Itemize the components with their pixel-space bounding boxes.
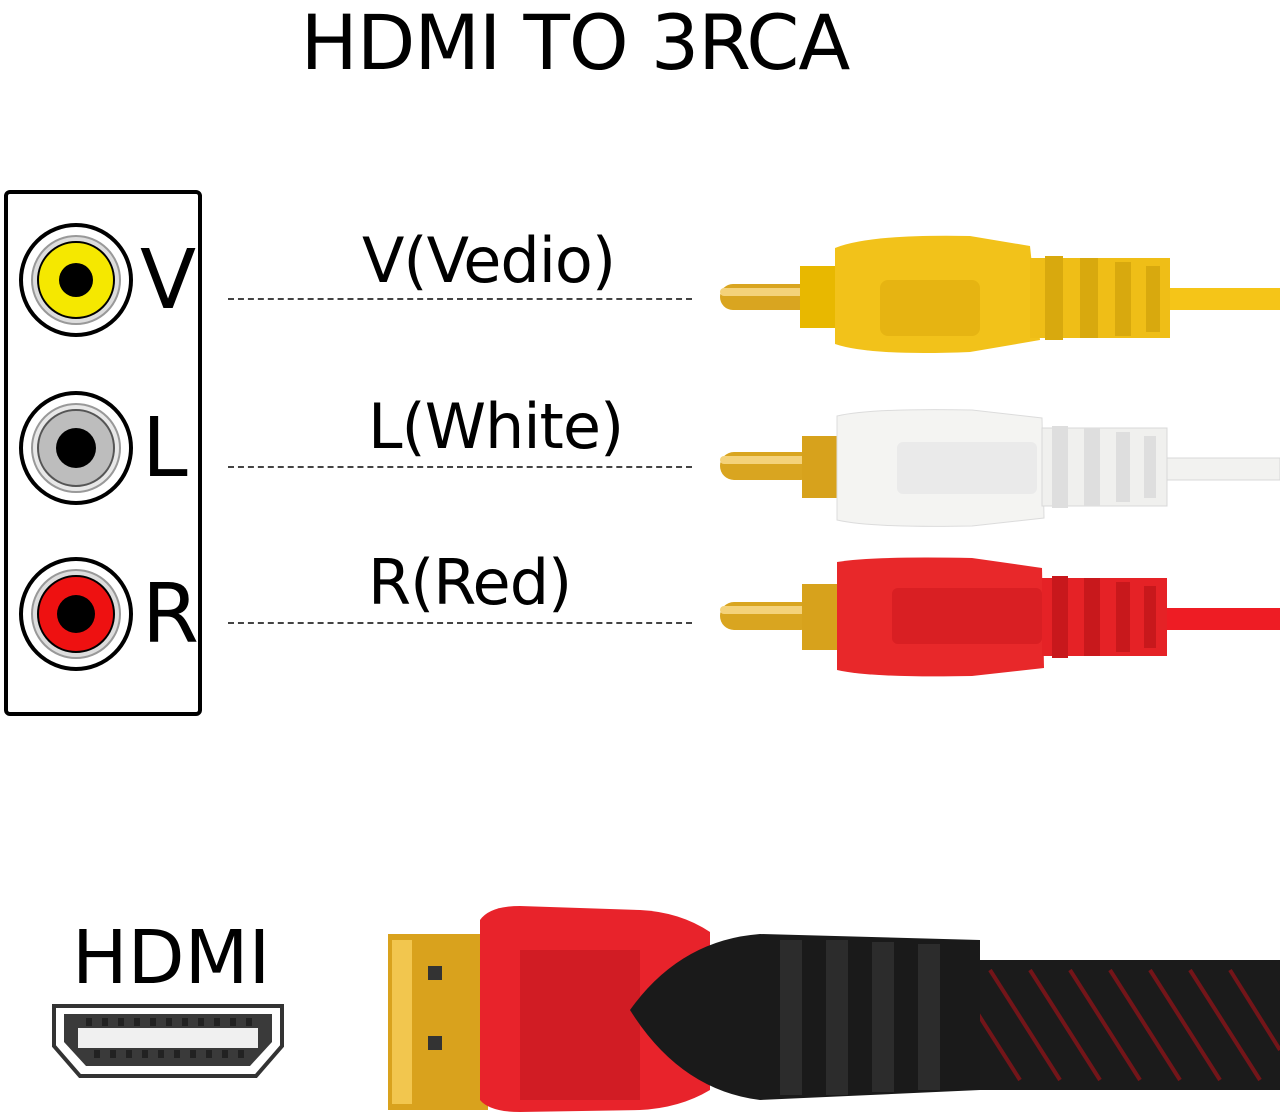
jack-letter-v: V (140, 233, 197, 328)
left-audio-jack-icon (19, 391, 133, 505)
diagram-title: HDMI TO 3RCA (300, 0, 851, 87)
channel-label-right: R(Red) (368, 546, 572, 619)
hdmi-port-icon (52, 1004, 284, 1078)
leader-line-right (228, 622, 692, 624)
right-audio-jack-icon (19, 557, 133, 671)
leader-line-video (228, 298, 692, 300)
jack-letter-r: R (142, 567, 199, 662)
hdmi-label: HDMI (72, 915, 271, 1001)
rca-port-panel (4, 190, 202, 716)
channel-label-video: V(Vedio) (362, 224, 616, 297)
red-rca-plug (720, 557, 1280, 677)
channel-label-left: L(White) (368, 390, 624, 463)
yellow-rca-plug (720, 235, 1280, 353)
white-rca-plug (720, 409, 1280, 527)
jack-letter-l: L (142, 401, 188, 496)
video-jack-icon (19, 223, 133, 337)
leader-line-left (228, 466, 692, 468)
hdmi-cable-connector (388, 906, 1280, 1112)
